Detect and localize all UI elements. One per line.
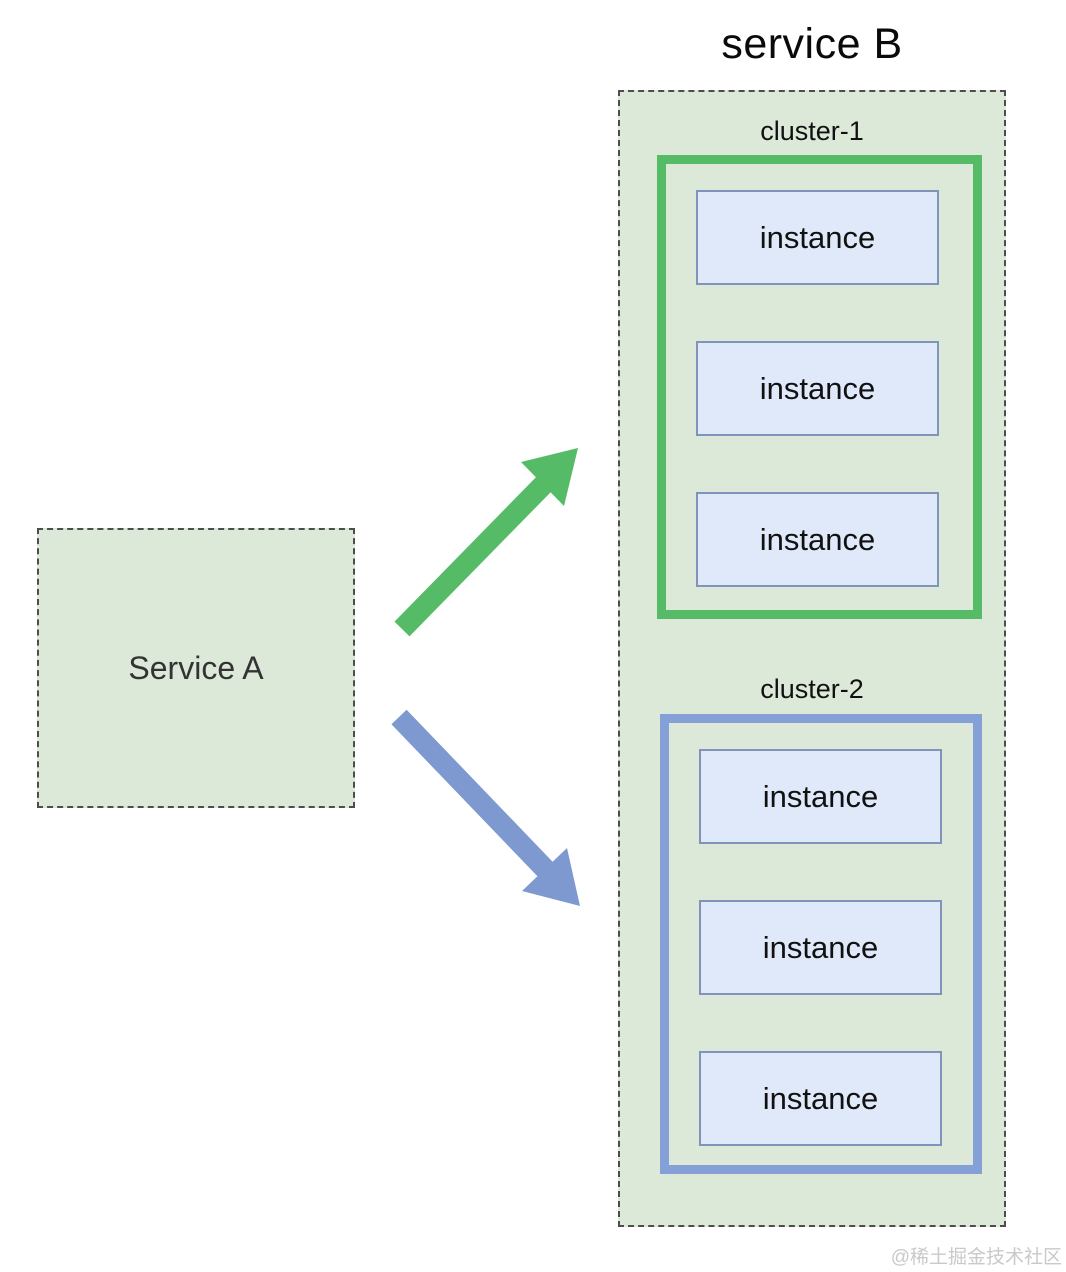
service-a-label: Service A [128,649,264,686]
instance-box: instance [699,1051,942,1146]
instance-box: instance [696,492,939,587]
cluster-2-box: instance instance instance [660,714,982,1174]
instance-label: instance [762,778,879,814]
service-b-title: service B [721,20,903,68]
instance-label: instance [759,370,876,406]
arrow-to-cluster-1-icon [394,448,578,637]
instance-label: instance [762,1080,879,1116]
instance-box: instance [696,341,939,436]
arrow-to-cluster-2-icon [391,709,580,906]
instance-box: instance [699,900,942,995]
watermark: @稀土掘金技术社区 [890,1247,1062,1268]
cluster-1-box: instance instance instance [657,155,982,619]
cluster-1-label: cluster-1 [760,116,864,146]
instance-box: instance [699,749,942,844]
instance-label: instance [759,219,876,255]
instance-label: instance [762,929,879,965]
service-a-box: Service A [37,528,355,808]
service-b-container: cluster-1 instance instance instance clu… [618,90,1006,1227]
cluster-2-label: cluster-2 [760,674,864,704]
instance-label: instance [759,521,876,557]
instance-box: instance [696,190,939,285]
